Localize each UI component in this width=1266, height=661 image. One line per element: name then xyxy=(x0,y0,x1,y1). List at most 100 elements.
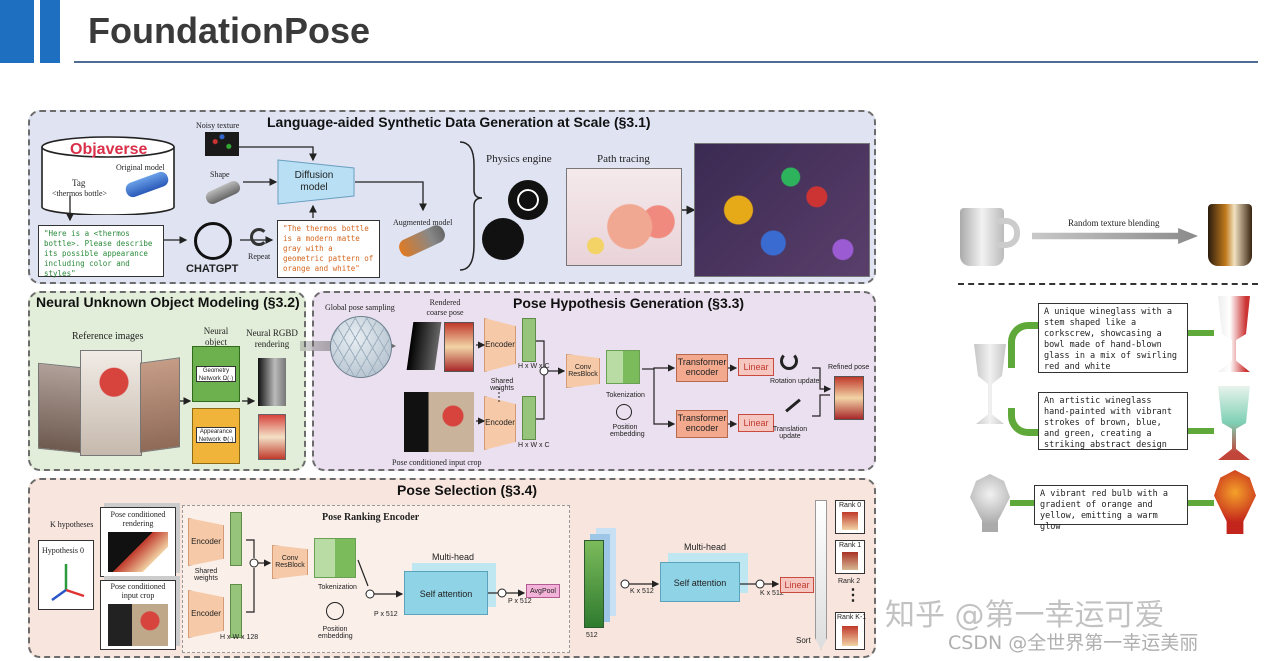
rank-k1-label: Rank K-1 xyxy=(837,614,867,621)
sort-arrow xyxy=(815,500,827,650)
original-model-label: Original model xyxy=(116,163,165,172)
input-crop-image xyxy=(404,392,474,452)
rendering-thumbnail xyxy=(108,532,168,572)
rotation-update-label: Rotation update xyxy=(770,378,820,385)
avgpool-box: AvgPool xyxy=(526,584,560,598)
section3-title: Pose Hypothesis Generation (§3.3) xyxy=(513,295,745,311)
tag-value: <thermos bottle> xyxy=(52,189,108,198)
s4-feature-map-top xyxy=(230,512,242,566)
pose-conditioned-input-crop-label: Pose conditioned input crop xyxy=(392,458,482,467)
path-tracing-label: Path tracing xyxy=(597,153,650,165)
linear-2-box: Linear xyxy=(738,414,774,432)
rgbd-depth-render xyxy=(258,358,286,406)
k-feature-stack xyxy=(584,540,604,628)
green-arrow-5 xyxy=(1010,500,1036,506)
augmented-model-label: Augmented model xyxy=(393,218,453,227)
tag-label: Tag xyxy=(72,178,86,188)
repeat-label: Repeat xyxy=(248,252,271,261)
translation-update-label: Translation update xyxy=(772,426,808,440)
position-embedding-label: Position embedding xyxy=(610,424,645,438)
s4-encoder-top-block xyxy=(188,518,224,566)
encoder-top-label: Encoder xyxy=(485,340,515,349)
k-hypotheses-label: K hypotheses xyxy=(50,520,94,529)
section1-arrows xyxy=(66,141,696,271)
multihead-2-label: Multi-head xyxy=(684,542,727,552)
tokenization-label: Tokenization xyxy=(606,392,645,399)
wineglass-plain-image xyxy=(974,344,1006,424)
px512-b-label: P x 512 xyxy=(508,598,532,605)
section4-arrows xyxy=(246,539,780,613)
s4-feature-map-bottom xyxy=(230,584,242,638)
path-tracing-render xyxy=(566,168,682,266)
feature-map-top xyxy=(522,318,536,362)
transformer-encoder-1: Transformer encoder xyxy=(676,354,728,382)
s4-position-embedding-icon xyxy=(326,602,344,620)
s4-encoder-top-label: Encoder xyxy=(191,537,221,546)
refined-pose-label: Refined pose xyxy=(828,364,870,371)
green-arrow-3 xyxy=(1188,330,1214,336)
rotation-update-icon xyxy=(780,352,798,370)
header-accent-bar xyxy=(0,0,34,63)
gear-icon-2 xyxy=(482,218,524,260)
conv-resblock-label: Conv ResBlock xyxy=(568,364,598,378)
self-attention-2-box: Self attention xyxy=(660,562,740,602)
objaverse-logo: Objaverse xyxy=(70,141,148,158)
s4-position-embedding-label: Position embedding xyxy=(318,626,353,640)
linear-1-box: Linear xyxy=(738,358,774,376)
page-title: FoundationPose xyxy=(88,10,370,51)
self-attention-1-box: Self attention xyxy=(404,571,488,615)
feature-map-bottom xyxy=(522,396,536,440)
s4-shared-weights-label: Shared weights xyxy=(194,568,218,582)
s4-conv-resblock-block xyxy=(272,545,308,579)
green-arrow-6 xyxy=(1188,500,1214,506)
reference-image-center xyxy=(80,350,142,456)
coarse-pose-color xyxy=(444,322,474,372)
synthetic-scene-render xyxy=(694,143,870,277)
header-accent-bar-2 xyxy=(40,0,60,63)
diffusion-model-label: Diffusion model xyxy=(294,170,334,193)
chatgpt-logo-icon xyxy=(194,222,232,260)
rank-k1-thumb xyxy=(842,626,858,646)
wineglass-red-image xyxy=(1218,296,1250,372)
kx512-a-label: K x 512 xyxy=(630,588,654,595)
random-texture-blending-label: Random texture blending xyxy=(1068,218,1160,228)
rank-1-thumb xyxy=(842,552,858,570)
rank-0-thumb xyxy=(842,512,858,530)
texture-blend-arrow xyxy=(1032,228,1198,244)
rendered-coarse-pose-label: Rendered coarse pose xyxy=(426,298,464,317)
global-pose-sampling-label: Global pose sampling xyxy=(325,303,395,312)
s4-encoder-bottom-label: Encoder xyxy=(191,609,221,618)
right-panel-divider xyxy=(958,283,1258,285)
s4-linear-box: Linear xyxy=(780,577,814,593)
px512-a-label: P x 512 xyxy=(374,611,398,618)
bulb-red-image xyxy=(1214,470,1256,534)
shared-weights-label: Shared weights xyxy=(490,378,514,392)
pose-conditioned-rendering-label: Pose conditioned rendering xyxy=(110,510,166,528)
reference-images-label: Reference images xyxy=(72,331,144,342)
wineglass-artistic-image xyxy=(1218,386,1250,460)
gear-icon xyxy=(508,180,548,220)
neural-rgbd-rendering-label: Neural RGBD rendering xyxy=(246,328,298,349)
physics-engine-label: Physics engine xyxy=(486,153,552,165)
input-crop-thumbnail xyxy=(108,604,168,646)
appearance-network-label: Appearance Network Φ(·) xyxy=(196,427,236,443)
green-arrow-2 xyxy=(1008,408,1044,436)
noisy-texture-image xyxy=(205,132,239,156)
icosphere-icon xyxy=(330,316,392,378)
section1-title: Language-aided Synthetic Data Generation… xyxy=(267,114,651,130)
rgbd-color-render xyxy=(258,414,286,460)
pose-conditioned-input-crop-label-2: Pose conditioned input crop xyxy=(110,582,166,600)
section3-arrows xyxy=(476,340,832,428)
section2-title: Neural Unknown Object Modeling (§3.2) xyxy=(36,294,300,310)
transformer-encoder-2: Transformer encoder xyxy=(676,410,728,438)
repeat-loop-icon xyxy=(250,228,268,246)
wineglass-desc-1: A unique wineglass with a stem shaped li… xyxy=(1038,303,1188,373)
kx512-b-label: K x 512 xyxy=(760,590,784,597)
section4-title: Pose Selection (§3.4) xyxy=(397,482,538,498)
hw128-label: H x W x 128 xyxy=(220,634,259,641)
s4-tokenization-grid xyxy=(314,538,356,578)
diffusion-model-shape xyxy=(277,159,355,205)
mug-plain-handle xyxy=(998,218,1020,248)
prompt-text-box: "Here is a <thermos bottle>. Please desc… xyxy=(38,225,164,278)
sort-label: Sort xyxy=(796,636,811,645)
